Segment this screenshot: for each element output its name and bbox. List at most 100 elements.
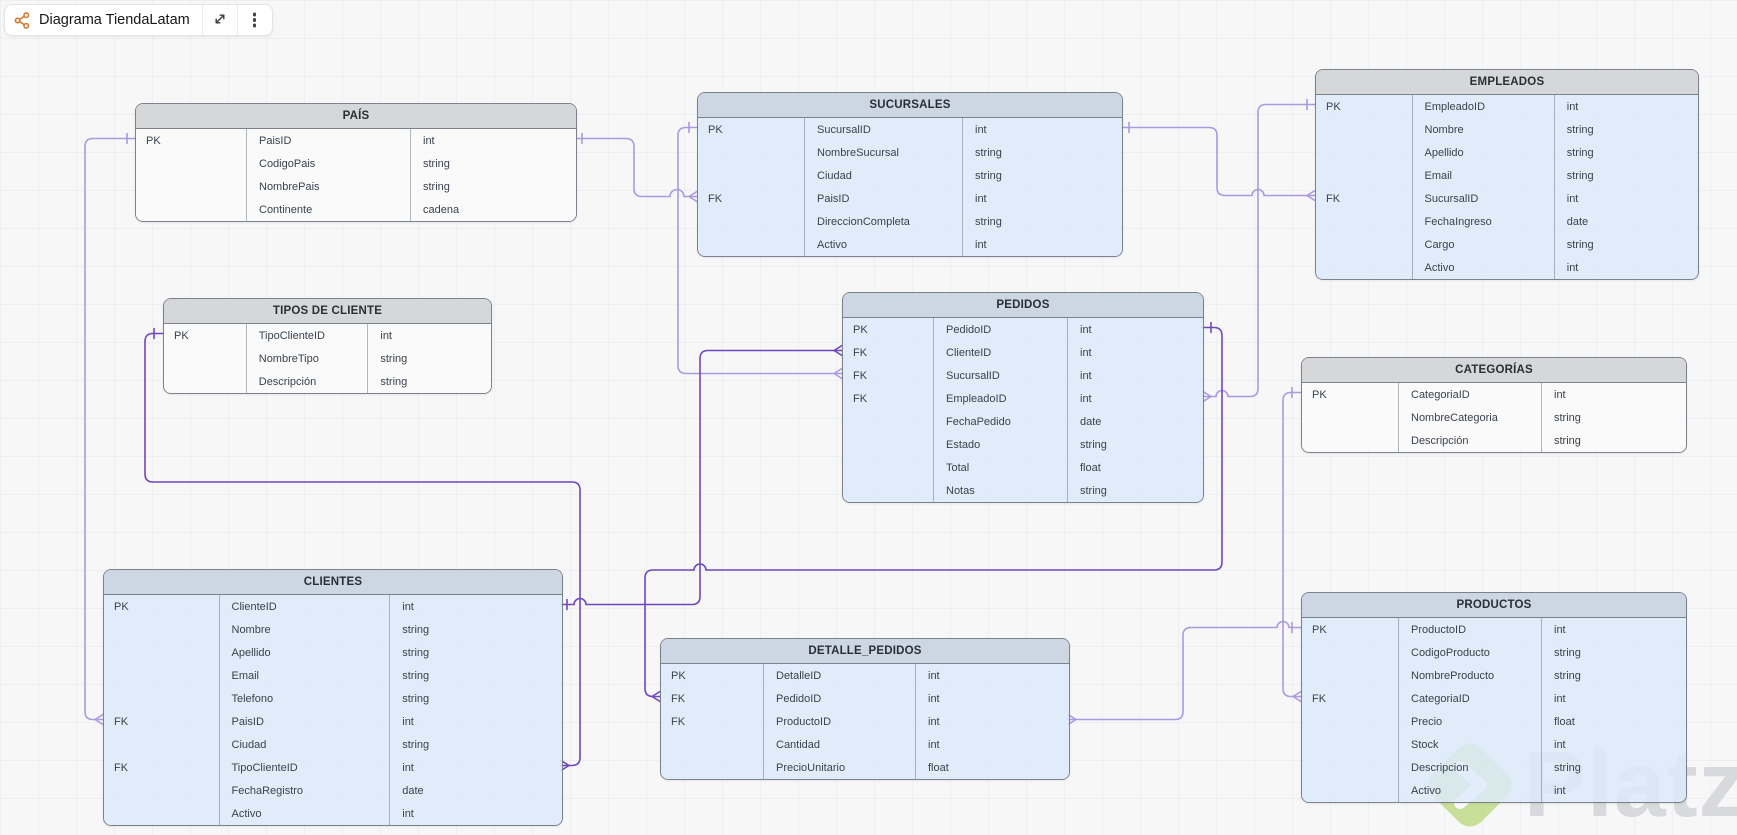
relation-pedidos-detalle[interactable] <box>644 326 1223 698</box>
field-ftype: string <box>380 375 408 388</box>
field-fname: FechaRegistro <box>218 779 391 802</box>
relation-pais-clientes[interactable] <box>84 137 136 721</box>
field-key <box>698 210 804 233</box>
field-ftype: string <box>975 215 1002 228</box>
field-key: FK <box>114 761 129 774</box>
field-ftype: int <box>1080 346 1092 359</box>
table-title: EMPLEADOS <box>1316 70 1698 95</box>
field-key <box>104 687 219 710</box>
relation-sucursales-empleados[interactable] <box>1120 126 1316 197</box>
table-title: TIPOS DE CLIENTE <box>164 299 491 324</box>
field-fname: FechaIngreso <box>1411 210 1555 233</box>
field-fname: ClienteID <box>933 341 1068 364</box>
relation-markers-pais-sucursales <box>581 132 698 203</box>
field-key: FK <box>114 715 129 728</box>
field-fname: NombreCategoria <box>1398 406 1542 429</box>
field-fname: PedidoID <box>933 318 1068 341</box>
field-ftype: int <box>928 715 940 728</box>
field-fname: Cargo <box>1411 233 1555 256</box>
field-ftype: string <box>1554 669 1581 682</box>
field-fname: Descripción <box>245 370 369 393</box>
relation-markers-sucursales-pedidos <box>688 121 843 380</box>
field-key <box>1302 710 1398 733</box>
field-ftype: string <box>423 180 450 193</box>
field-ftype: string <box>975 146 1002 159</box>
field-key: FK <box>853 346 868 359</box>
field-row: FechaRegistro date <box>104 779 562 802</box>
field-ftype: string <box>402 669 430 682</box>
field-ftype: int <box>402 600 414 613</box>
field-key <box>1316 233 1412 256</box>
field-fname: DetalleID <box>763 664 916 687</box>
field-fname: PaisID <box>804 187 963 210</box>
field-ftype: float <box>928 761 949 774</box>
field-fname: EmpleadoID <box>933 387 1068 410</box>
relation-categorias-productos[interactable] <box>1282 391 1302 698</box>
field-row: FK ClienteID int <box>843 341 1203 364</box>
field-fname: Apellido <box>1411 141 1555 164</box>
field-ftype: int <box>1554 388 1566 401</box>
table-title: PRODUCTOS <box>1302 593 1686 618</box>
relation-markers-empleados-pedidos <box>1202 98 1308 403</box>
field-fname: Nombre <box>1411 118 1555 141</box>
menu-button[interactable] <box>236 5 272 35</box>
field-ftype: string <box>1566 146 1594 159</box>
relation-pais-sucursales[interactable] <box>573 137 698 198</box>
field-fname: ClienteID <box>218 595 391 618</box>
field-key: PK <box>146 134 161 147</box>
field-fname: Email <box>1411 164 1555 187</box>
relation-empleados-pedidos[interactable] <box>1202 103 1316 398</box>
field-fname: CategoriaID <box>1398 383 1542 406</box>
relation-tipos-clientes[interactable] <box>144 332 581 767</box>
field-key <box>698 164 804 187</box>
field-ftype: date <box>1080 415 1102 428</box>
field-fname: Activo <box>1398 779 1542 802</box>
field-ftype: date <box>402 784 424 797</box>
field-ftype: float <box>1554 715 1575 728</box>
field-ftype: string <box>1554 761 1581 774</box>
expand-button[interactable] <box>201 5 237 35</box>
relation-productos-detalle[interactable] <box>1067 620 1302 721</box>
field-key: FK <box>708 192 723 205</box>
field-fname: Activo <box>1411 256 1555 279</box>
field-ftype: int <box>1566 261 1579 274</box>
drawdb-logo-icon <box>14 11 31 29</box>
field-key <box>104 641 219 664</box>
field-row: Apellido string <box>1316 141 1698 164</box>
field-fname: PaisID <box>246 129 411 152</box>
field-fname: NombrePais <box>246 175 411 198</box>
field-row: Descripción string <box>164 370 491 393</box>
relation-clientes-pedidos[interactable] <box>560 349 843 606</box>
table-TIPOS DE CLIENTE[interactable]: TIPOS DE CLIENTEPKTipoClienteIDintNombre… <box>163 298 492 394</box>
relation-sucursales-pedidos[interactable] <box>677 126 843 375</box>
field-key: PK <box>1312 388 1327 401</box>
field-row: NombrePais string <box>136 175 576 198</box>
field-ftype: string <box>402 692 430 705</box>
field-key: PK <box>174 329 189 342</box>
field-fname: Ciudad <box>218 733 391 756</box>
field-key <box>1302 664 1398 687</box>
field-fname: Notas <box>933 479 1068 502</box>
